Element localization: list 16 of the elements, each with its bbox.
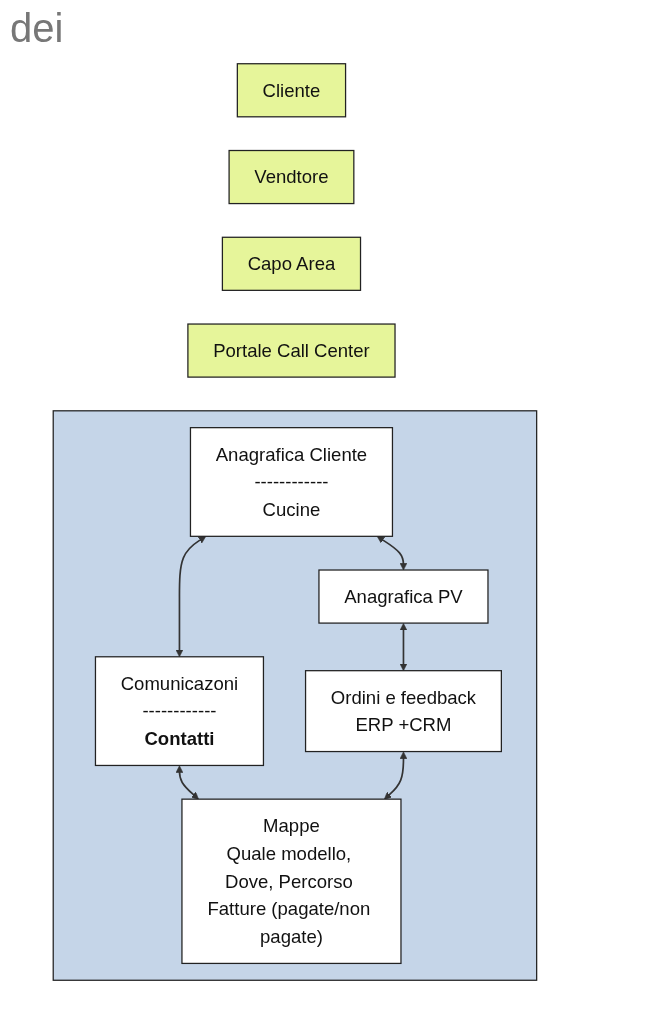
node-box: Ordini e feedback ERP +CRM: [304, 670, 502, 753]
arrow: [376, 536, 408, 571]
cluster: [52, 410, 538, 981]
node-box: Vendtore: [228, 149, 355, 205]
arrow: [384, 751, 408, 800]
node-box: Capo Area: [221, 236, 362, 291]
node-box: Comunicazoni ------------ Contatti: [94, 656, 265, 767]
arrow: [175, 765, 199, 800]
arrow: [175, 536, 206, 658]
node-box: Cliente: [236, 63, 347, 118]
node-box: Anagrafica Cliente ------------ Cucine: [189, 427, 394, 537]
arrow: [399, 623, 408, 671]
node-box: Anagrafica PV: [318, 569, 489, 624]
node-box: Mappe Quale modello, Dove, Percorso Fatture (pagate/non pagate): [181, 798, 402, 965]
node-box: Portale Call Center: [187, 323, 396, 378]
heading-fragment: dei: [10, 6, 64, 51]
